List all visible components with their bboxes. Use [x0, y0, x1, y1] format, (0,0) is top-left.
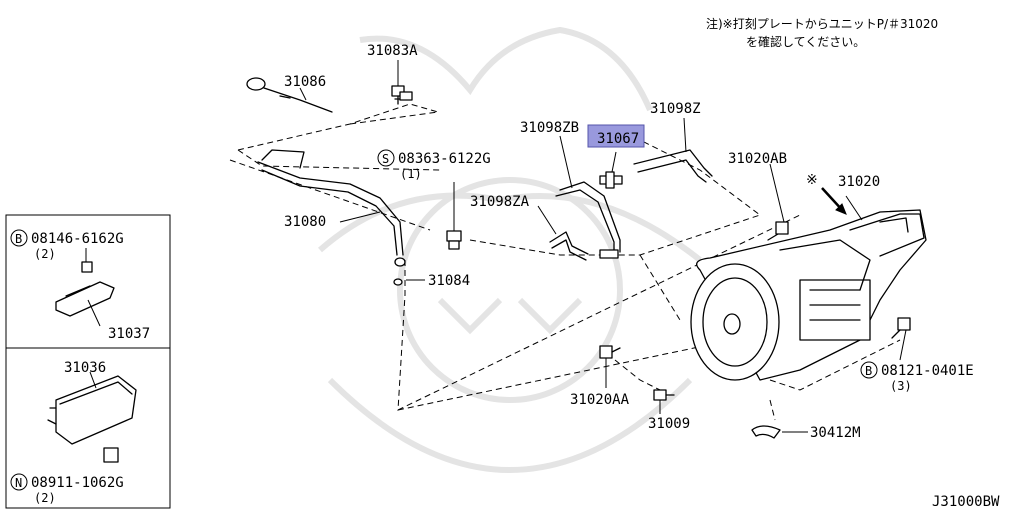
diagram-code: J31000BW	[932, 494, 1000, 510]
symbol-B-08121: B	[865, 364, 872, 378]
clip-30412M	[751, 425, 808, 439]
bolt-31020AA	[599, 345, 621, 388]
note-line-2: を確認してください。	[746, 34, 865, 49]
label-31020AB[interactable]: 31020AB	[728, 151, 787, 167]
asterisk-arrow: ※	[806, 172, 847, 215]
label-31083A[interactable]: 31083A	[367, 43, 418, 59]
symbol-B-08146: B	[15, 232, 22, 246]
transmission-31020	[690, 195, 927, 381]
label-30412M[interactable]: 30412M	[810, 425, 861, 441]
highlight-31067[interactable]	[587, 124, 645, 148]
label-31020AA[interactable]: 31020AA	[570, 392, 630, 408]
label-31098Z[interactable]: 31098Z	[650, 101, 701, 117]
asterisk-mark: ※	[806, 172, 818, 188]
bolt-08121	[891, 317, 911, 361]
label-08363[interactable]: 08363-6122G	[398, 151, 491, 167]
label-08911[interactable]: 08911-1062G	[31, 475, 124, 491]
label-31080[interactable]: 31080	[284, 214, 326, 230]
label-31009[interactable]: 31009	[648, 416, 690, 432]
hose-31098Z	[633, 117, 713, 183]
qty-08121: (3)	[890, 379, 912, 393]
module-31036	[47, 371, 137, 463]
label-31067[interactable]: 31067	[597, 131, 639, 147]
label-08121[interactable]: 08121-0401E	[881, 363, 974, 379]
bracket-31037	[55, 248, 115, 327]
label-08146[interactable]: 08146-6162G	[31, 231, 124, 247]
filler-tube-31080	[257, 149, 406, 267]
bolt-31083A	[391, 60, 413, 105]
panel-31036-frame	[5, 347, 171, 509]
fitting-31067	[599, 151, 623, 189]
qty-08146: (2)	[34, 247, 56, 261]
label-31037[interactable]: 31037	[108, 326, 150, 342]
label-31020[interactable]: 31020	[838, 174, 880, 190]
symbol-S: S	[382, 152, 389, 166]
label-31036[interactable]: 31036	[64, 360, 106, 376]
note-line-1: 注)※打刻プレートからユニットP/＃31020	[706, 16, 938, 31]
dipstick-31086	[246, 77, 333, 113]
watermark-emblem	[318, 26, 702, 474]
label-31098ZB[interactable]: 31098ZB	[520, 120, 579, 136]
label-31098ZA[interactable]: 31098ZA	[470, 194, 530, 210]
unit-note: 注)※打刻プレートからユニットP/＃31020 を確認してください。	[706, 16, 938, 49]
pipe-31098ZB	[555, 135, 621, 259]
label-31084[interactable]: 31084	[428, 273, 470, 289]
bolt-31020AB	[767, 163, 789, 241]
qty-08911: (2)	[34, 491, 56, 505]
part-labels: 31083A 31086 31098ZB 31098Z 31067 31020A…	[10, 43, 1000, 510]
symbol-N-08911: N	[15, 476, 22, 490]
side-panel-frames	[5, 214, 171, 509]
bolt-08363	[446, 182, 462, 250]
label-31086[interactable]: 31086	[284, 74, 326, 90]
oring-31084	[393, 278, 425, 286]
bolt-31009	[653, 389, 675, 414]
clip-31098ZA	[537, 205, 589, 261]
qty-08363: (1)	[400, 167, 422, 181]
